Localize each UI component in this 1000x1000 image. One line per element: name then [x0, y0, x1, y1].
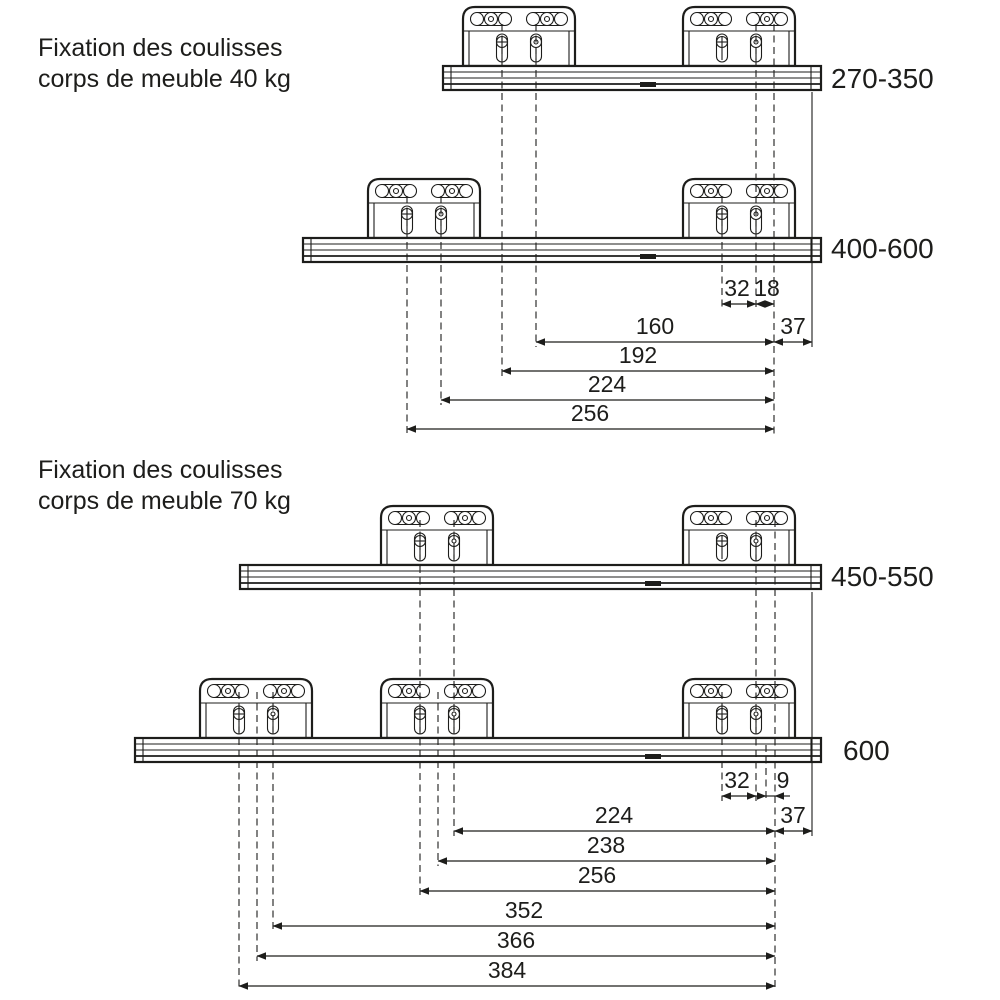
dimension-352: 352	[272, 897, 776, 930]
mounting-bracket	[379, 677, 495, 740]
dim-37-label: 37	[780, 313, 806, 339]
dim-192-label: 192	[619, 342, 657, 368]
dim-256-label: 256	[571, 400, 609, 426]
dimension-9-70kg: 9	[751, 767, 790, 800]
mounting-bracket	[461, 5, 577, 68]
dim-9-label: 9	[777, 767, 790, 793]
dimension-366: 366	[256, 927, 776, 960]
dimension-37-70kg: 37	[774, 802, 813, 835]
mounting-bracket	[379, 504, 495, 567]
rail-clip	[645, 754, 661, 759]
rail-clip	[640, 254, 656, 259]
range-label-270-350: 270-350	[831, 63, 934, 94]
dimension-384: 384	[238, 957, 776, 990]
mounting-bracket	[681, 504, 797, 567]
rail-clip	[645, 581, 661, 586]
section-70-title-line1: Fixation des coulisses	[38, 456, 283, 484]
mounting-bracket	[681, 677, 797, 740]
dim-256-label: 256	[578, 862, 616, 888]
dimension-18-40kg: 18	[754, 275, 780, 308]
dimension-32-70kg: 32	[721, 767, 757, 800]
mounting-bracket	[366, 177, 482, 240]
dimension-256-70kg: 256	[419, 862, 776, 895]
rail-270-350	[441, 5, 823, 92]
rail-clip	[640, 82, 656, 87]
mounting-bracket	[681, 177, 797, 240]
section-40kg: Fixation des coulisses corps de meuble 4…	[38, 5, 934, 438]
dim-32-label: 32	[724, 767, 750, 793]
dim-224-label: 224	[588, 371, 627, 397]
section-40-title-line1: Fixation des coulisses	[38, 34, 283, 62]
mounting-bracket	[681, 5, 797, 68]
dim-32-label: 32	[724, 275, 750, 301]
range-label-450-550: 450-550	[831, 561, 934, 592]
dim-224-label: 224	[595, 802, 634, 828]
dimension-238: 238	[437, 832, 776, 865]
dimension-32-40kg: 32	[721, 275, 757, 308]
dimension-224-40kg: 224	[440, 371, 775, 404]
section-70-title-line2: corps de meuble 70 kg	[38, 487, 291, 515]
dim-352-label: 352	[505, 897, 543, 923]
section-70kg: Fixation des coulisses corps de meuble 7…	[38, 456, 934, 991]
dimension-224-70kg: 224	[453, 802, 776, 835]
dim-366-label: 366	[497, 927, 535, 953]
dim-160-label: 160	[636, 313, 674, 339]
dimension-256-40kg: 256	[406, 400, 775, 433]
dimension-192: 192	[501, 342, 775, 375]
dimension-160: 160	[535, 313, 775, 346]
dim-238-label: 238	[587, 832, 625, 858]
rail-400-600	[301, 177, 823, 264]
range-label-400-600: 400-600	[831, 233, 934, 264]
dim-384-label: 384	[488, 957, 527, 983]
rail-450-550	[238, 504, 823, 591]
rail-600	[133, 677, 823, 764]
projection-lines-70	[238, 520, 813, 991]
section-40-title-line2: corps de meuble 40 kg	[38, 65, 291, 93]
dim-18-label: 18	[754, 275, 780, 301]
mounting-bracket	[198, 677, 314, 740]
range-label-600: 600	[843, 735, 890, 766]
dimension-37-40kg: 37	[773, 313, 813, 346]
dim-37-label: 37	[780, 802, 806, 828]
